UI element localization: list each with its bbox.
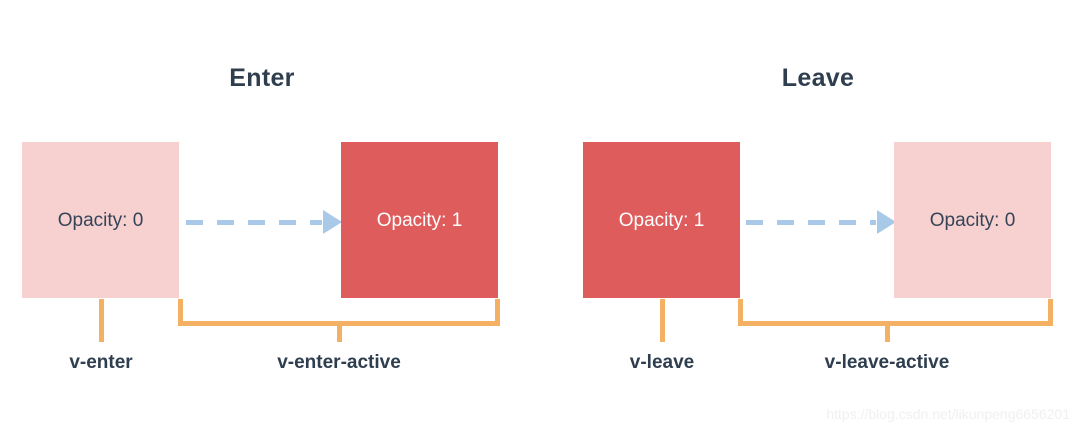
v-leave-active-bracket-left xyxy=(738,299,743,326)
v-enter-active-bracket-right xyxy=(495,299,500,326)
enter-from-box-label: Opacity: 0 xyxy=(57,209,144,231)
dashed-line-icon xyxy=(186,219,322,225)
enter-to-box: Opacity: 1 xyxy=(341,142,498,298)
leave-from-box-label: Opacity: 1 xyxy=(618,209,705,231)
caption-v-enter-active: v-enter-active xyxy=(277,352,401,373)
panel-title-enter: Enter xyxy=(229,64,295,92)
dashed-line-icon xyxy=(746,219,876,225)
caption-v-leave: v-leave xyxy=(629,352,695,373)
leave-to-box: Opacity: 0 xyxy=(894,142,1051,298)
enter-transition-arrow xyxy=(186,210,342,234)
leave-to-box-label: Opacity: 0 xyxy=(929,209,1016,231)
enter-from-box: Opacity: 0 xyxy=(22,142,179,298)
arrowhead-icon xyxy=(877,210,896,234)
panel-title-leave: Leave xyxy=(781,64,855,92)
v-leave-active-bracket-stem xyxy=(885,321,890,342)
v-leave-tick xyxy=(660,299,665,342)
v-leave-active-bracket-right xyxy=(1048,299,1053,326)
leave-transition-arrow xyxy=(746,210,896,234)
caption-v-leave-active: v-leave-active xyxy=(824,352,950,373)
enter-to-box-label: Opacity: 1 xyxy=(376,209,463,231)
v-enter-active-bracket-stem xyxy=(337,321,342,342)
v-enter-active-bracket-left xyxy=(178,299,183,326)
leave-from-box: Opacity: 1 xyxy=(583,142,740,298)
caption-v-enter: v-enter xyxy=(69,352,133,373)
v-leave-active-bracket-span xyxy=(738,321,1053,326)
v-enter-tick xyxy=(99,299,104,342)
arrowhead-icon xyxy=(323,210,342,234)
watermark-text: https://blog.csdn.net/likunpeng6656201 xyxy=(826,406,1070,422)
